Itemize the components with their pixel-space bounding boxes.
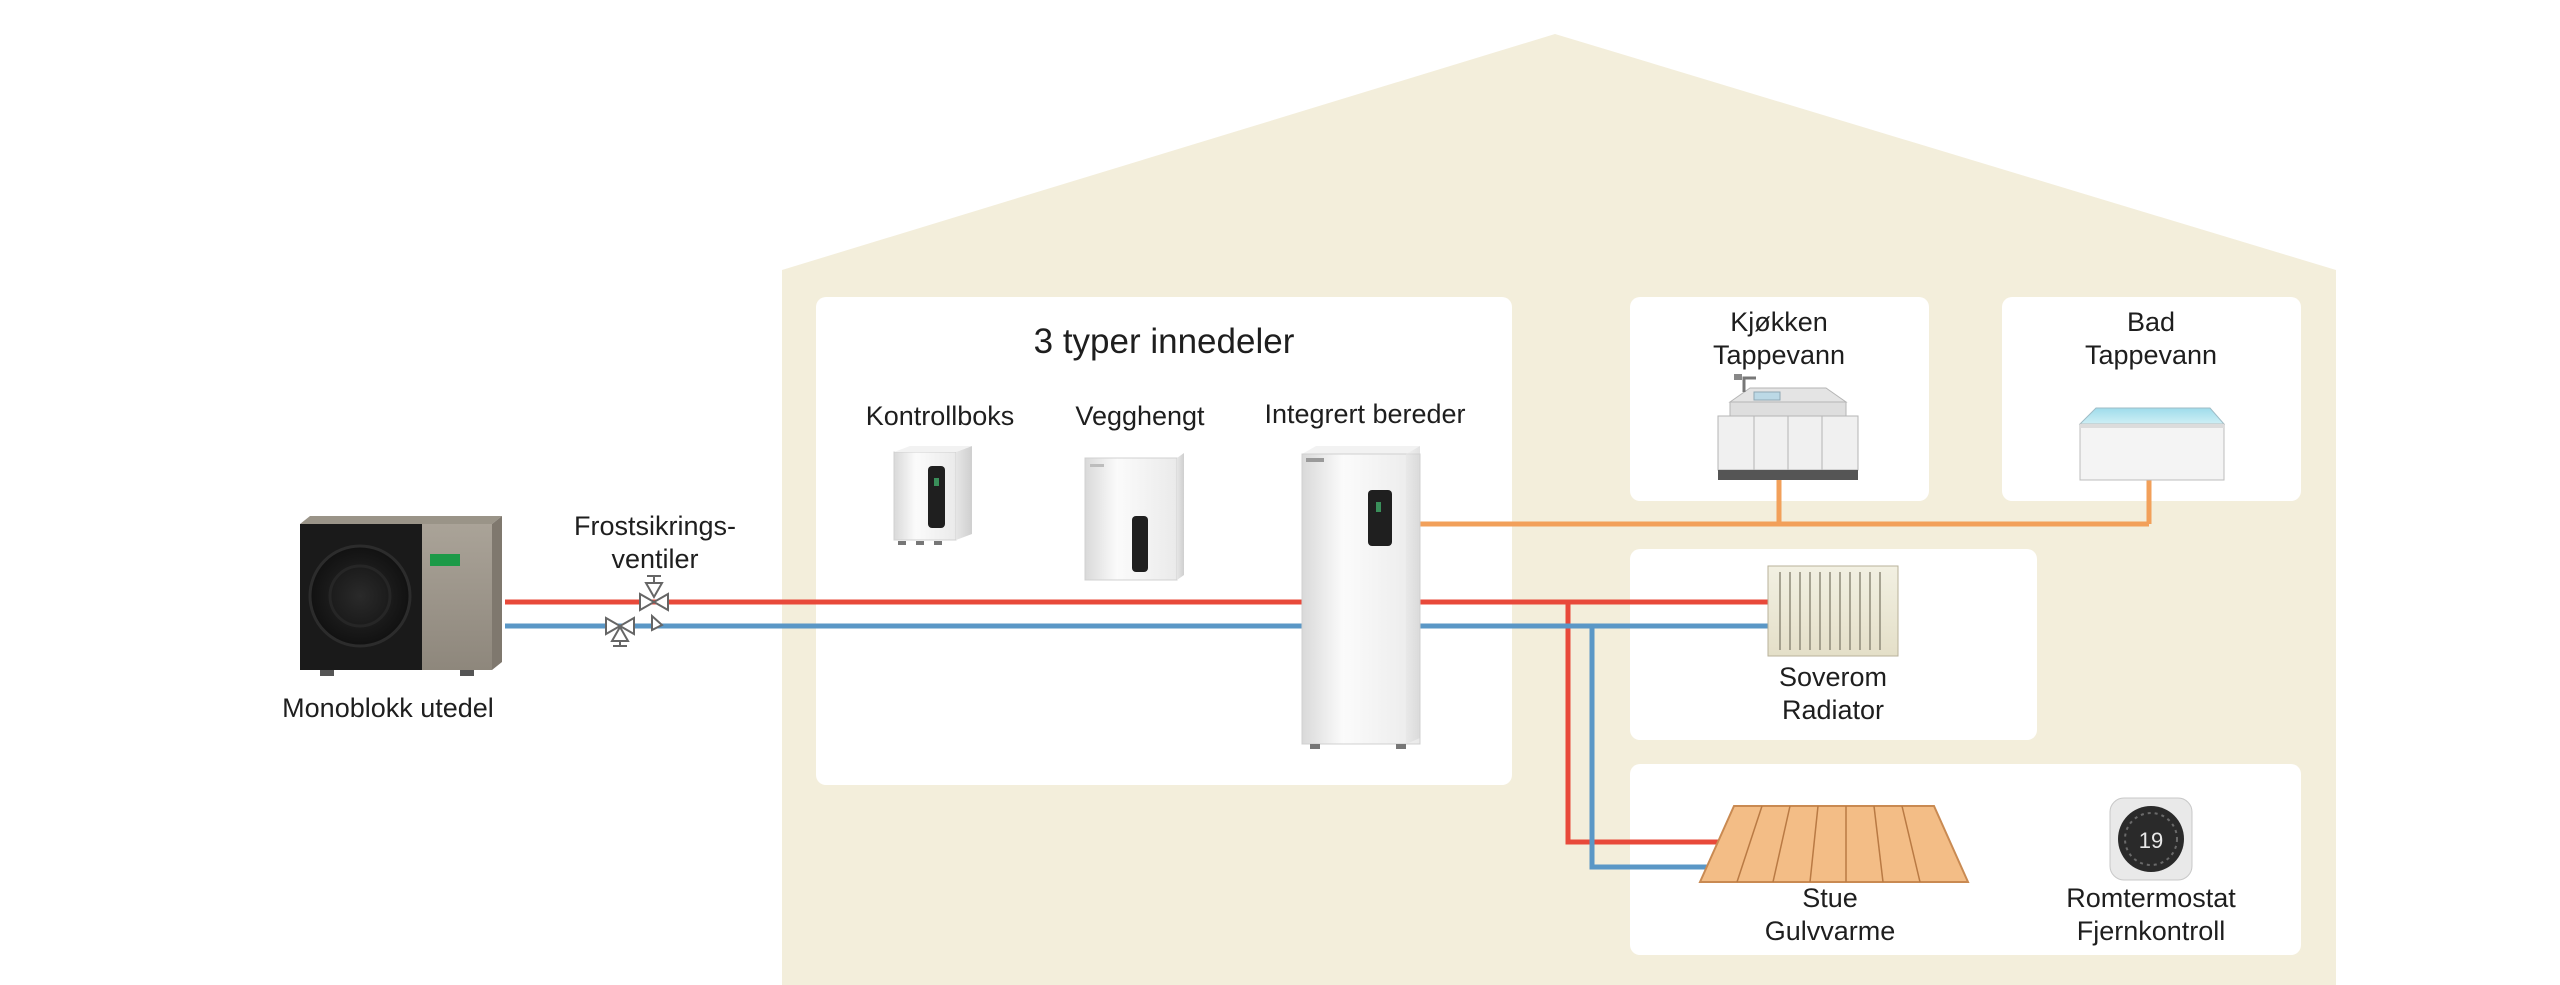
kitchen-label: Kjøkken Tappevann — [1712, 307, 1846, 370]
return-pipe — [505, 623, 1770, 870]
floor-heating-icon — [1698, 805, 1970, 883]
valve-icon — [605, 575, 669, 647]
tank-unit-label: Integrert bereder — [1264, 399, 1466, 429]
supply-pipe — [505, 599, 1770, 845]
bedroom-label: Soverom Radiator — [1778, 662, 1888, 725]
living-label: Stue Gulvvarme — [1764, 883, 1896, 946]
indoor-units-title: 3 typer innedeler — [1033, 322, 1295, 361]
heat-pump-icon — [300, 516, 502, 676]
wall-unit-label: Vegghengt — [1075, 401, 1205, 431]
bathtub-icon — [2078, 407, 2226, 481]
kitchen-icon — [1717, 374, 1859, 480]
bath-panel — [2002, 297, 2301, 501]
tank-unit-icon — [1301, 446, 1421, 749]
control-box-icon — [893, 446, 972, 545]
valves-label: Frostsikrings- ventiler — [573, 511, 736, 574]
outdoor-unit-label: Monoblokk utedel — [282, 693, 494, 723]
thermostat-icon: 19 — [2109, 797, 2193, 881]
wall-unit-icon — [1084, 453, 1184, 581]
hot-water-pipe — [1420, 480, 2152, 527]
radiator-icon — [1767, 565, 1899, 657]
bath-label: Bad Tappevann — [2084, 307, 2218, 370]
thermostat-display: 19 — [2139, 828, 2163, 853]
control-box-label: Kontrollboks — [865, 401, 1015, 431]
thermostat-label: Romtermostat Fjernkontroll — [2066, 883, 2236, 946]
